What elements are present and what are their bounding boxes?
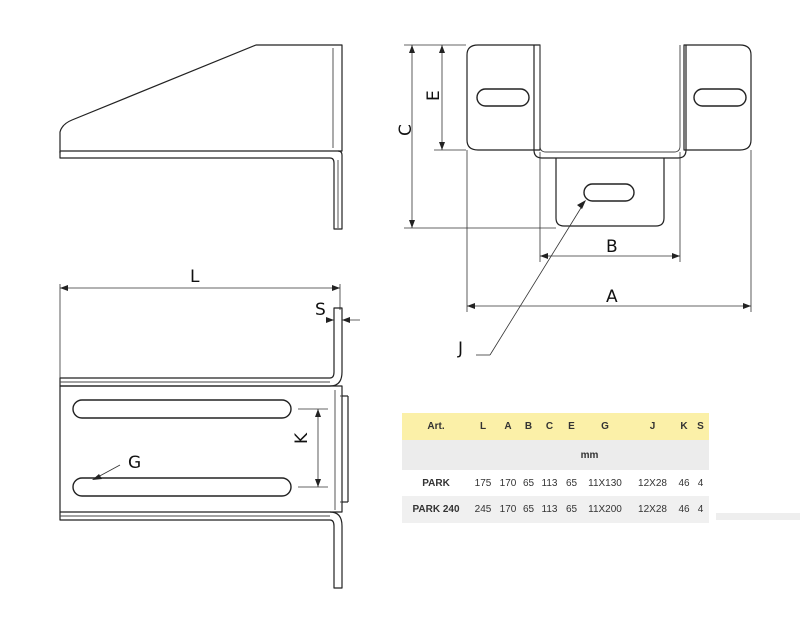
table-header-row: Art. L A B C E G J K S: [402, 413, 709, 440]
label-a: A: [606, 287, 618, 307]
header-cell: S: [692, 413, 709, 440]
cell: 11X130: [581, 470, 629, 496]
cell: 65: [562, 470, 581, 496]
cell: 4: [692, 470, 709, 496]
cell: 65: [520, 496, 537, 523]
cell: 12X28: [629, 470, 676, 496]
table-row-extension: [716, 513, 800, 520]
side-view: [59, 44, 343, 230]
cell: 11X200: [581, 496, 629, 523]
cell: 46: [676, 496, 692, 523]
cell: 12X28: [629, 496, 676, 523]
cell: PARK 240: [402, 496, 470, 523]
cell: 175: [470, 470, 496, 496]
cell: 113: [537, 470, 562, 496]
dimension-arrows: [60, 45, 751, 487]
label-j: J: [457, 339, 463, 359]
cell: 245: [470, 496, 496, 523]
header-cell: B: [520, 413, 537, 440]
specification-table: Art. L A B C E G J K S mm PARK 175 170 6…: [402, 413, 709, 523]
label-e: E: [424, 90, 444, 101]
label-c: C: [396, 124, 416, 136]
header-cell: L: [470, 413, 496, 440]
cell: 65: [520, 470, 537, 496]
top-view: [59, 284, 360, 589]
header-cell: G: [581, 413, 629, 440]
label-k: K: [292, 432, 312, 444]
cell: 65: [562, 496, 581, 523]
table-row: PARK 175 170 65 113 65 11X130 12X28 46 4: [402, 470, 709, 496]
table-row: PARK 240 245 170 65 113 65 11X200 12X28 …: [402, 496, 709, 523]
cell: PARK: [402, 470, 470, 496]
header-cell: E: [562, 413, 581, 440]
cell: 170: [496, 470, 520, 496]
header-cell: Art.: [402, 413, 470, 440]
header-cell: J: [629, 413, 676, 440]
header-cell: A: [496, 413, 520, 440]
front-view: [404, 44, 752, 356]
cell: 4: [692, 496, 709, 523]
cell: 46: [676, 470, 692, 496]
unit-label: mm: [470, 440, 709, 470]
label-b: B: [606, 237, 618, 257]
header-cell: K: [676, 413, 692, 440]
cell: 170: [496, 496, 520, 523]
label-s: S: [315, 300, 326, 320]
unit-row: mm: [402, 440, 709, 470]
label-g: G: [128, 453, 141, 473]
label-l: L: [190, 267, 200, 287]
cell: 113: [537, 496, 562, 523]
header-cell: C: [537, 413, 562, 440]
